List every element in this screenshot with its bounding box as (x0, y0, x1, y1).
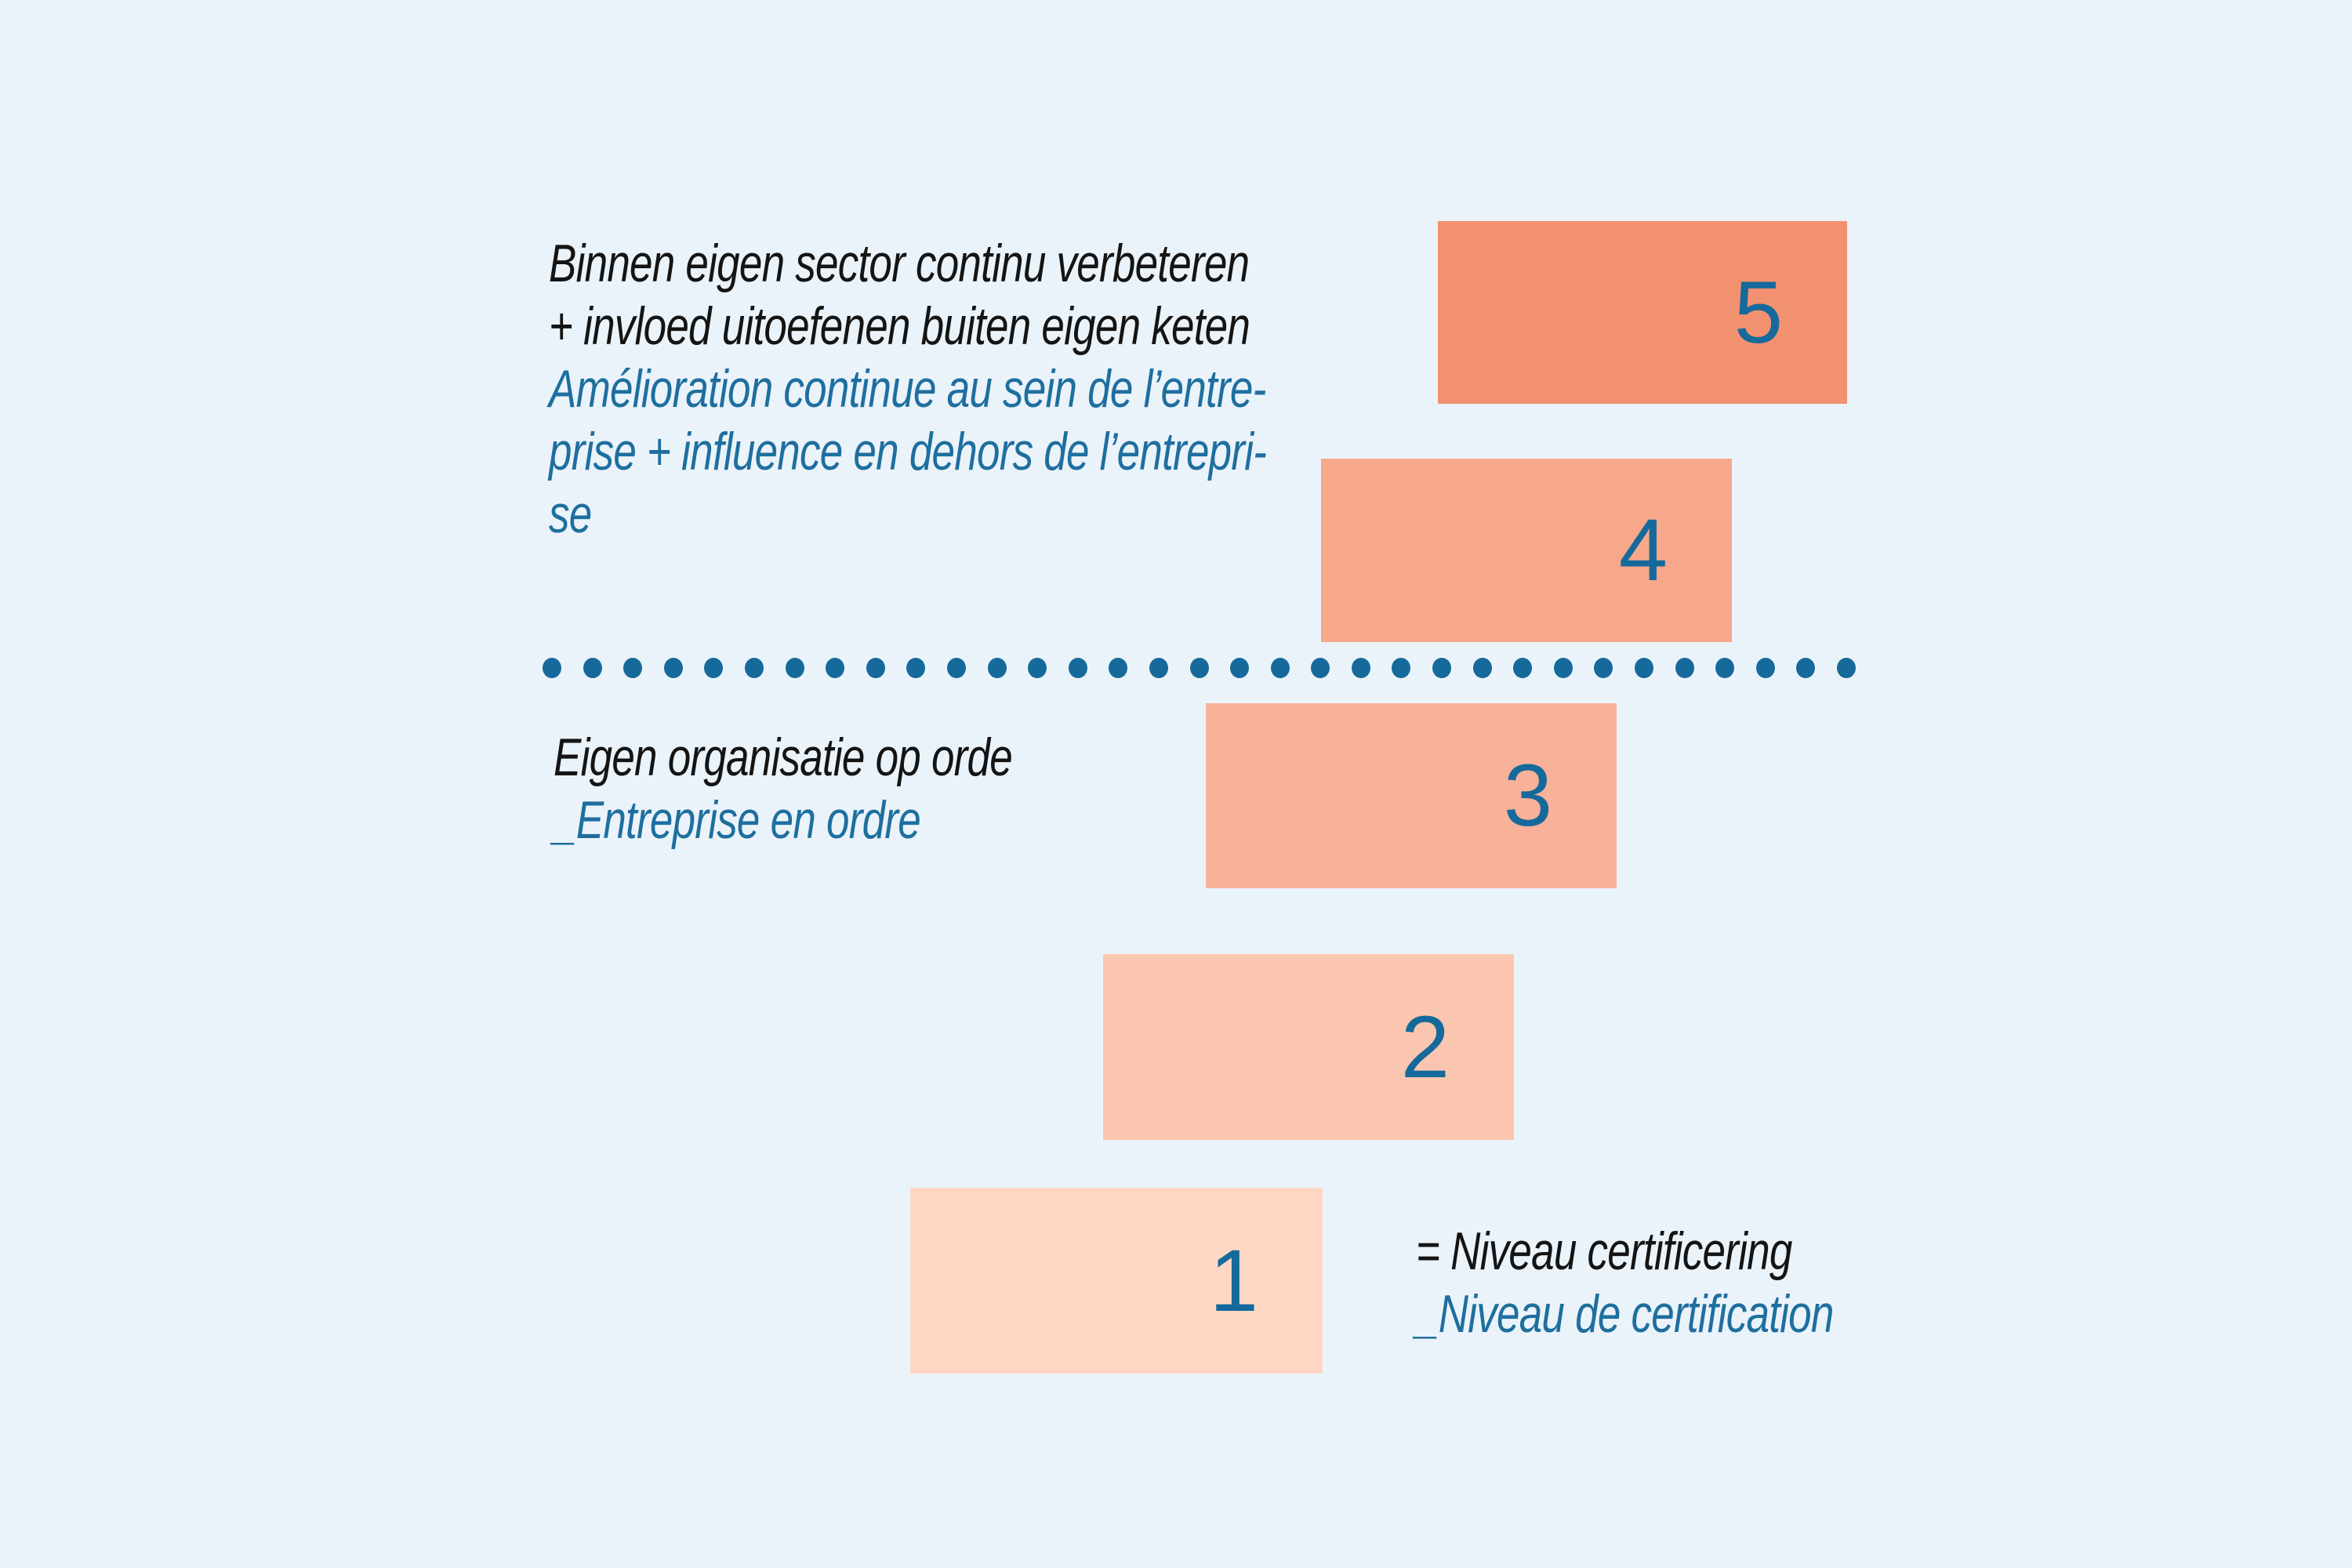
separator-dot (583, 658, 602, 678)
separator-dot (1755, 658, 1775, 678)
separator-dot (1553, 658, 1573, 678)
separator-dot (1311, 658, 1330, 678)
legend-fr: _Niveau de certification (1416, 1284, 1834, 1344)
separator-dot (744, 658, 764, 678)
separator-dot (1028, 658, 1047, 678)
separator-dot (1594, 658, 1613, 678)
separator-dot (1675, 658, 1694, 678)
separator-dot (1189, 658, 1209, 678)
separator-dot (1230, 658, 1250, 678)
ladder-step-3: 3 (1206, 703, 1617, 888)
ladder-step-4: 4 (1321, 459, 1732, 642)
step-5-number: 5 (1733, 263, 1783, 361)
legend-nl: = Niveau certificering (1416, 1221, 1792, 1281)
ladder-step-1: 1 (910, 1188, 1323, 1374)
separator-dot (704, 658, 724, 678)
upper-description-fr-line3: se (549, 485, 592, 544)
separator-dot (1109, 658, 1128, 678)
separator-dot (623, 658, 643, 678)
step-4-number: 4 (1618, 501, 1668, 599)
separator-dot (1392, 658, 1411, 678)
upper-description-nl-line1: Binnen eigen sector continu verbeteren (549, 234, 1250, 293)
separator-dot (826, 658, 845, 678)
ladder-step-2: 2 (1103, 954, 1514, 1140)
step-1-number: 1 (1209, 1231, 1258, 1330)
separator-dot (1472, 658, 1492, 678)
separator-dot (906, 658, 926, 678)
separator-dot (1432, 658, 1452, 678)
separator-dot (1837, 658, 1856, 678)
upper-description-nl-line2: + invloed uitoefenen buiten eigen keten (549, 296, 1250, 356)
step-2-number: 2 (1400, 997, 1450, 1096)
separator-dot (543, 658, 561, 678)
separator-dot (1796, 658, 1816, 678)
separator-dot (785, 658, 804, 678)
separator-dot (663, 658, 683, 678)
separator-dot (1149, 658, 1168, 678)
separator-dot (1068, 658, 1087, 678)
step-3-number: 3 (1503, 746, 1552, 844)
certification-threshold-dotted-line (543, 658, 1856, 678)
separator-dot (866, 658, 885, 678)
legend: = Niveau certificering _Niveau de certif… (1416, 1220, 1834, 1345)
ladder-step-5: 5 (1438, 221, 1847, 404)
lower-description-nl: Eigen organisatie op orde (554, 728, 1013, 787)
separator-dot (1351, 658, 1370, 678)
separator-dot (987, 658, 1007, 678)
separator-dot (1715, 658, 1735, 678)
separator-dot (1513, 658, 1533, 678)
separator-dot (1270, 658, 1290, 678)
upper-levels-description: Binnen eigen sector continu verbeteren +… (549, 232, 1267, 546)
upper-description-fr-line2: prise + influence en dehors de l’entrepr… (549, 422, 1267, 481)
separator-dot (1635, 658, 1654, 678)
lower-description-fr: _Entreprise en ordre (554, 790, 921, 850)
upper-description-fr-line1: Amélioration continue au sein de l’entre… (549, 359, 1266, 419)
lower-levels-description: Eigen organisatie op orde _Entreprise en… (554, 726, 1013, 851)
separator-dot (946, 658, 966, 678)
